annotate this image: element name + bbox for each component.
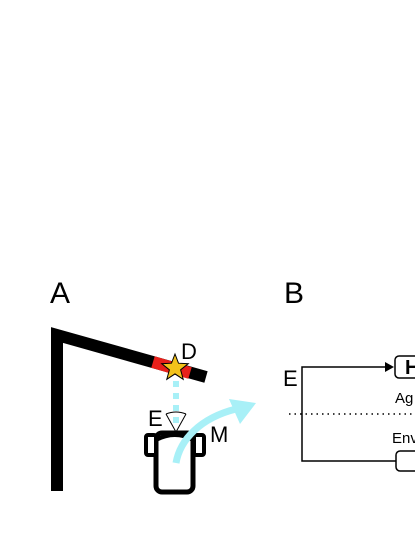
eye-marker: E <box>148 406 163 431</box>
door-marker: D <box>181 339 197 364</box>
panel-a-label: A <box>50 277 70 310</box>
panel-b-label: B <box>284 277 304 310</box>
panel-b-e-marker: E <box>283 366 298 391</box>
eye-arc <box>165 411 187 415</box>
top-box-label: H <box>405 357 415 379</box>
top-box <box>394 355 415 379</box>
bottom-box <box>395 450 415 472</box>
star-icon <box>160 352 190 381</box>
divider-upper-label: Ag <box>395 390 413 407</box>
connector-arrowhead <box>385 362 394 372</box>
motion-arrow-icon <box>172 399 256 464</box>
motion-marker: M <box>210 422 228 447</box>
divider-lower-label: Env <box>392 430 415 447</box>
connector-bracket <box>301 366 396 462</box>
